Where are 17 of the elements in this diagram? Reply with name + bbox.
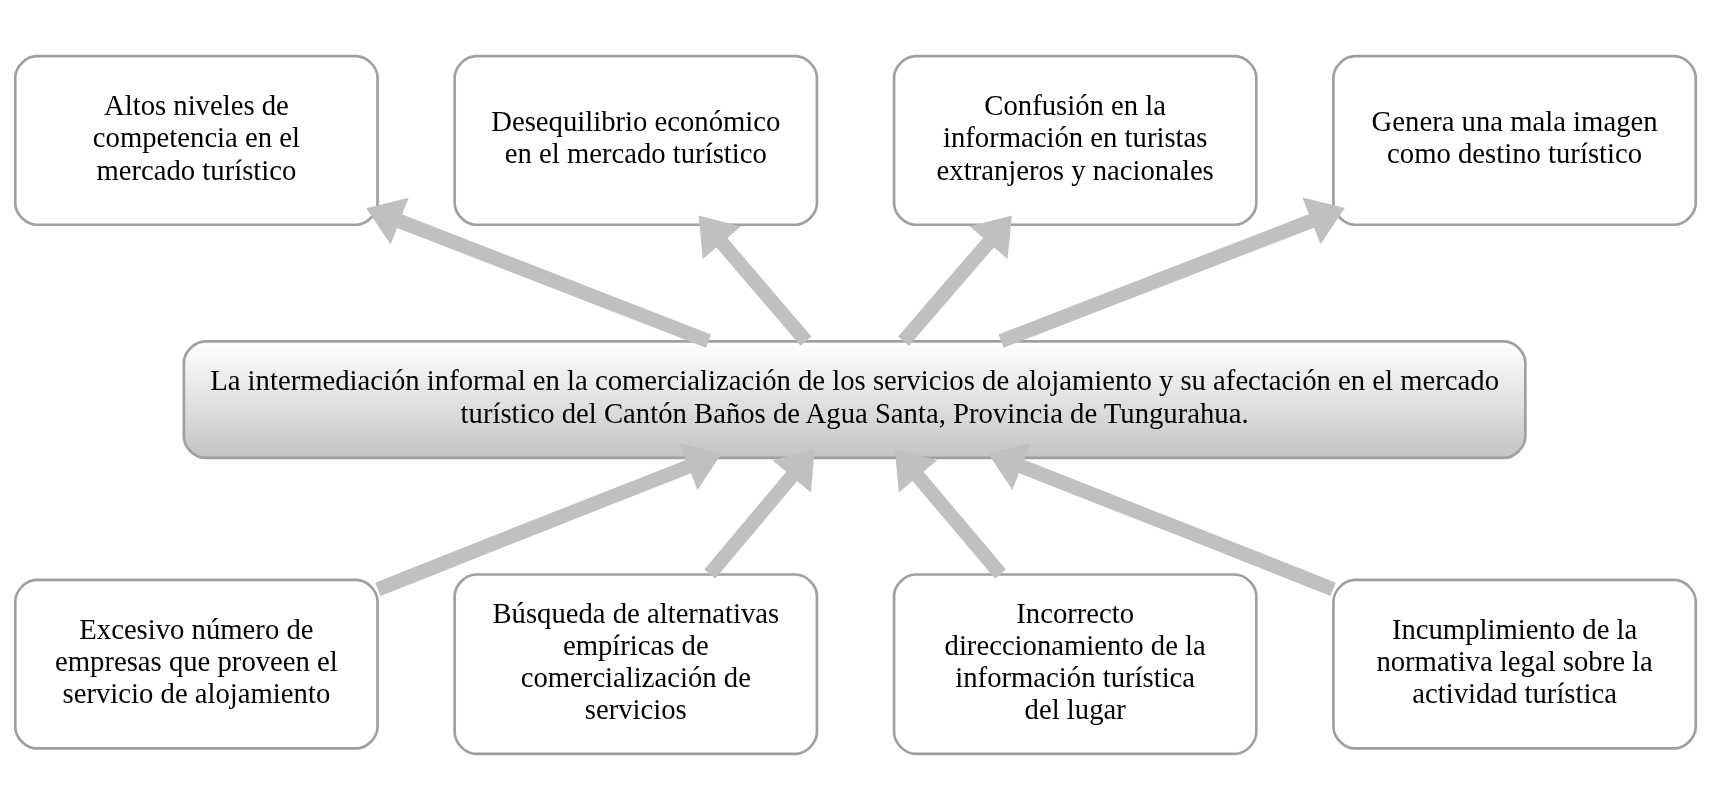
node-box: Altos niveles de competencia en el mercado turístico: [13, 54, 379, 227]
arrow: [704, 448, 815, 579]
arrow: [375, 443, 722, 597]
node-box: La intermediación informal en la comercialización de los servicios de alojamiento y su afectación en el mercado turístico del Cantón Baños de Agua Santa, Provincia de Tungurahua.: [182, 340, 1527, 460]
node-box: Confusión en la información en turistas extranjeros y nacionales: [892, 54, 1258, 227]
arrow: [898, 215, 1012, 346]
arrow: [998, 197, 1345, 348]
node-box: Incumplimiento de la normativa legal sobre la actividad turística: [1332, 578, 1698, 750]
arrow: [366, 197, 712, 348]
node-box: Excesivo número de empresas que proveen el servicio de alojamiento: [13, 578, 379, 750]
node-box: Genera una mala imagen como destino turístico: [1332, 54, 1698, 227]
arrow: [698, 215, 812, 346]
node-box: Desequilibrio económico en el mercado turístico: [453, 54, 819, 227]
arrow: [894, 448, 1006, 579]
node-box: Incorrecto direccionamiento de la información turística del lugar: [892, 573, 1258, 756]
node-box: Búsqueda de alternativas empíricas de comercialización de servicios: [453, 573, 819, 756]
arrow: [988, 443, 1336, 597]
